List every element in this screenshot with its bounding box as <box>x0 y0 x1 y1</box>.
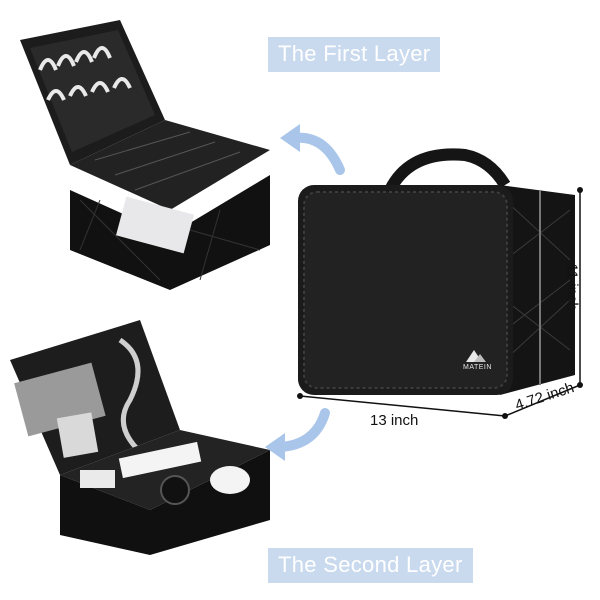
brand-logo-text: MATEIN <box>463 364 492 371</box>
arrow-to-second-layer-icon <box>265 408 330 461</box>
closed-case-photo <box>298 148 575 395</box>
second-layer-label: The Second Layer <box>268 548 473 583</box>
second-layer-photo <box>10 320 270 555</box>
width-dimension-label: 13 inch <box>370 412 419 429</box>
height-dimension-label: 11 inch <box>563 263 581 311</box>
first-layer-label: The First Layer <box>268 37 441 72</box>
arrow-to-first-layer-icon <box>280 124 345 175</box>
first-layer-photo <box>20 20 270 290</box>
